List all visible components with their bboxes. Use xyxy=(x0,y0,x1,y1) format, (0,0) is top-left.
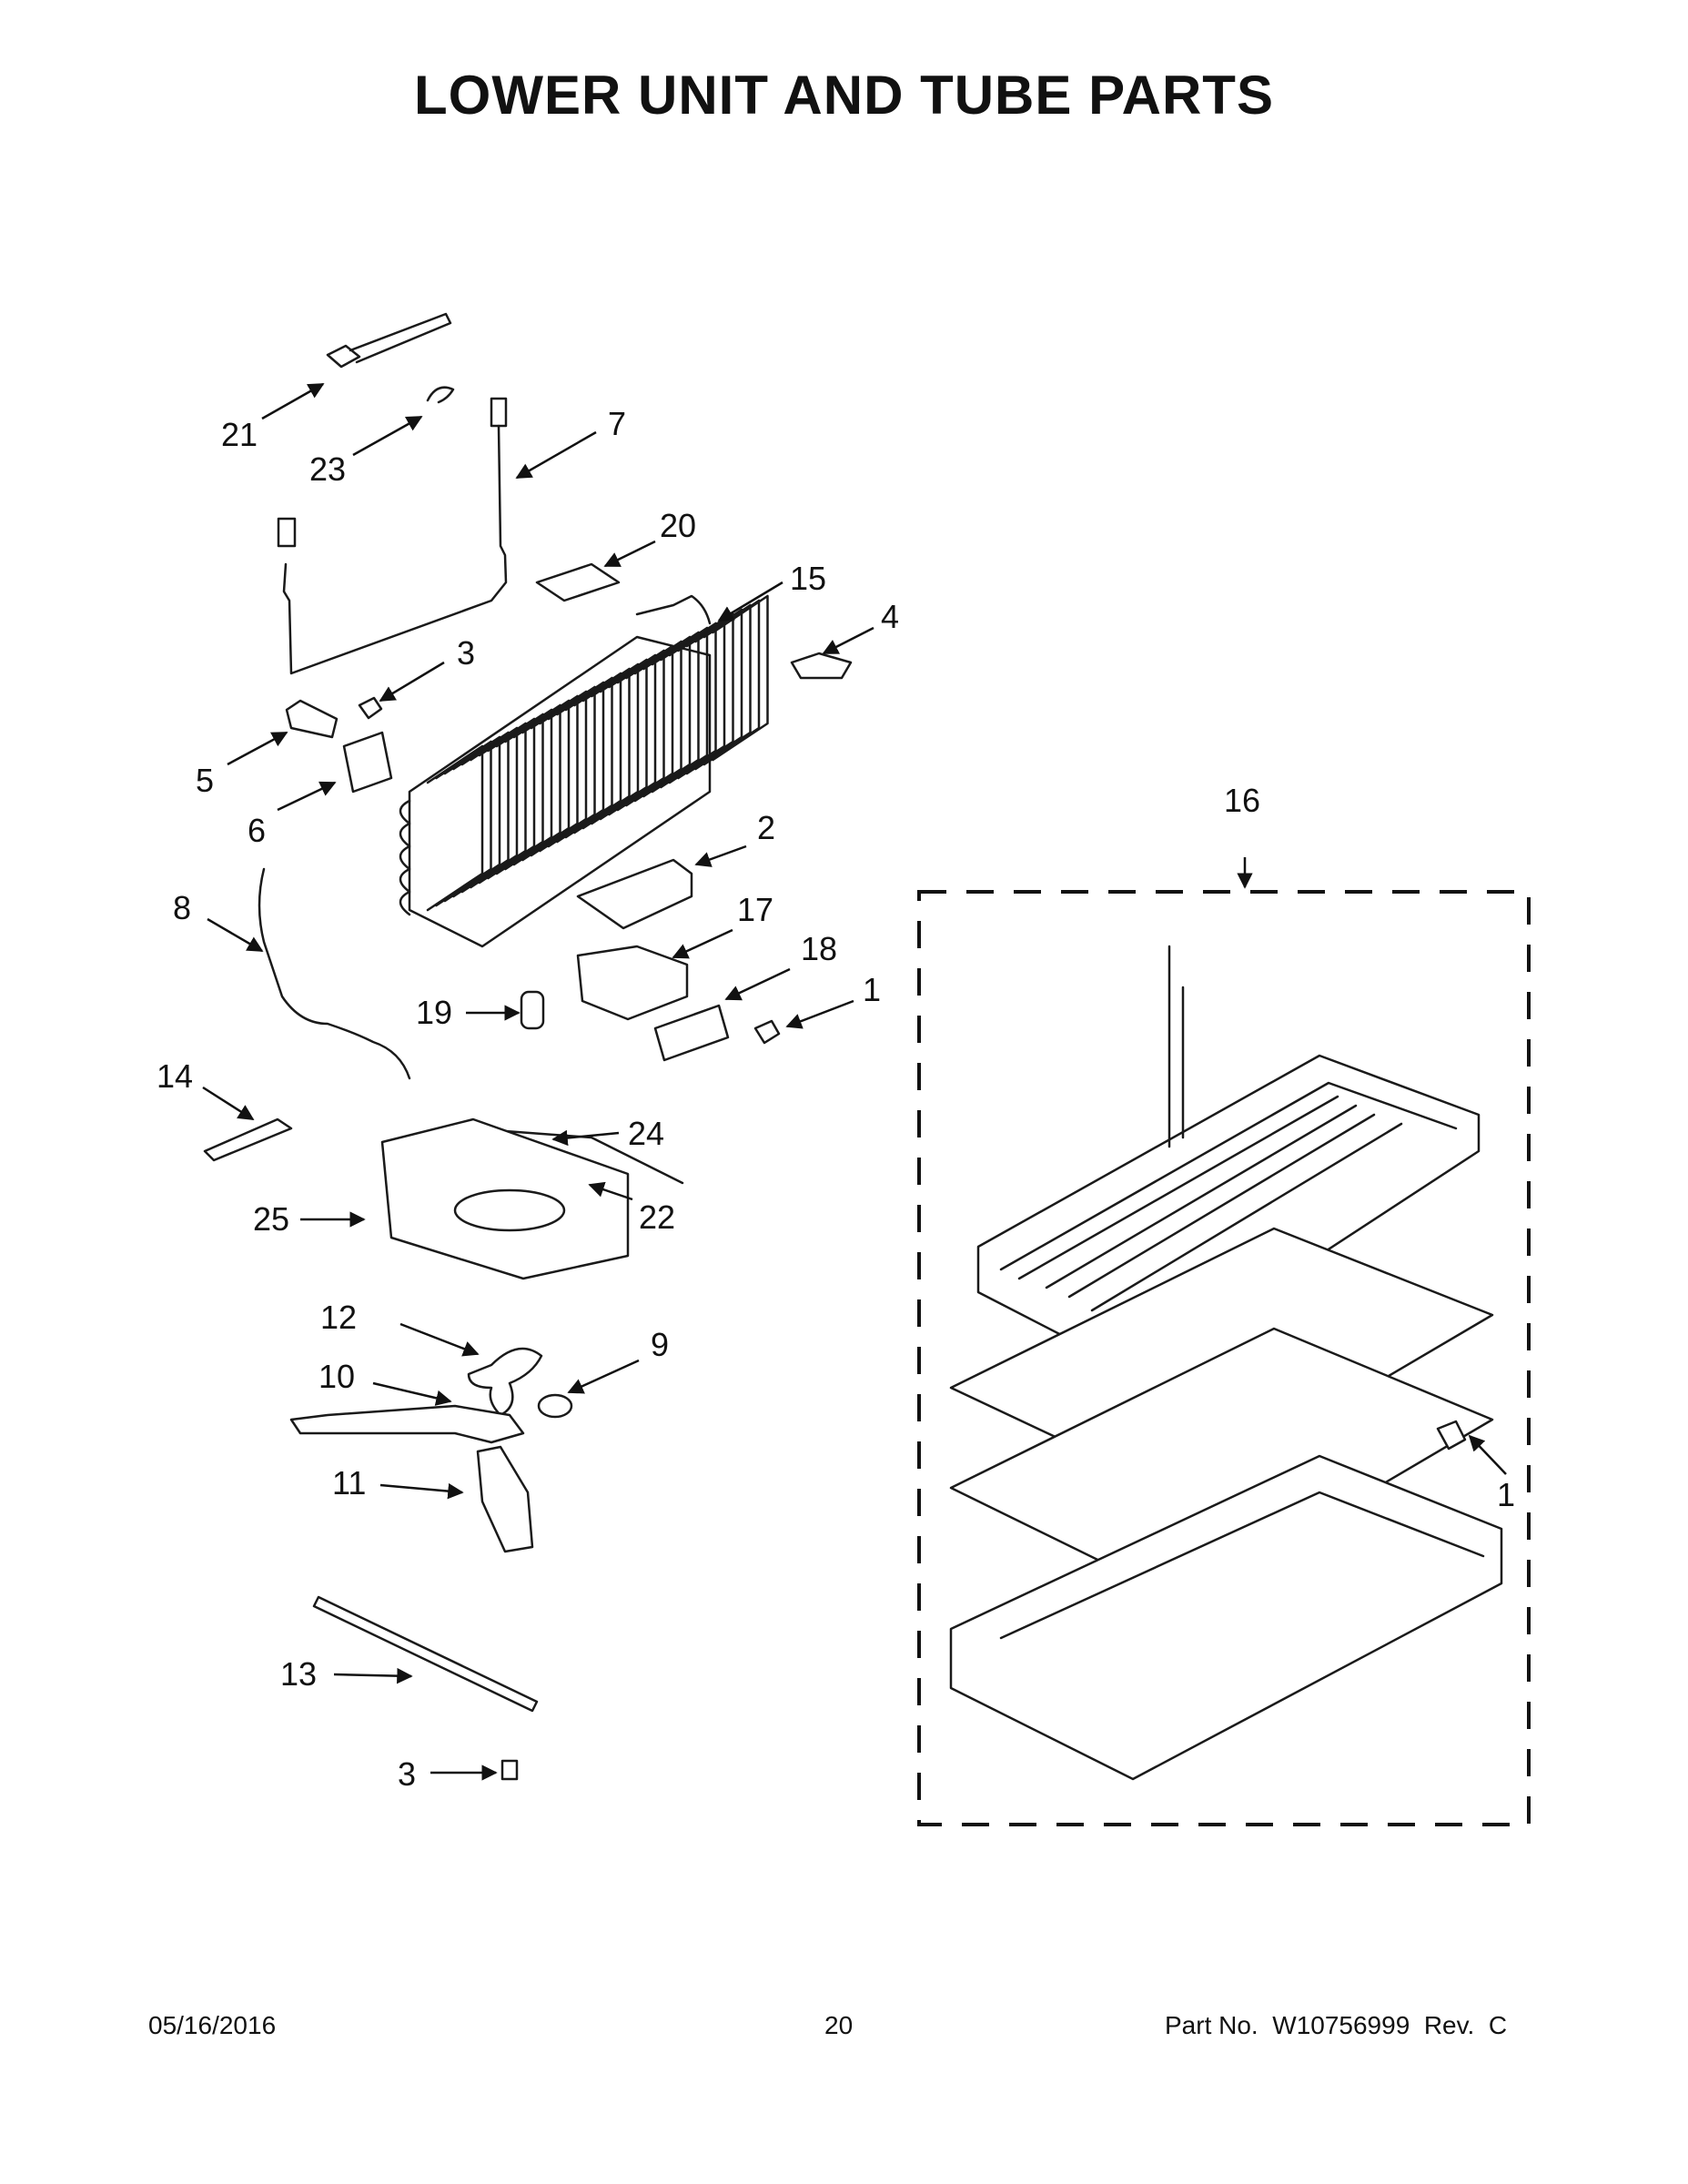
part-5-bracket xyxy=(285,699,339,739)
part-6-board xyxy=(342,731,393,794)
callout-15: 15 xyxy=(790,560,826,597)
part-14-sensor xyxy=(203,1117,293,1162)
part-18-plate xyxy=(653,1004,730,1062)
callout-1-top: 1 xyxy=(863,971,881,1008)
callout-12: 12 xyxy=(320,1299,357,1336)
callout-4: 4 xyxy=(881,598,899,635)
callout-8: 8 xyxy=(173,889,191,926)
part-1-screw xyxy=(753,1019,781,1045)
part-24-rod xyxy=(467,1127,684,1185)
part-12-fan-blade xyxy=(467,1347,543,1417)
callout-22: 22 xyxy=(639,1198,675,1236)
evaporator-coil xyxy=(399,594,769,948)
part-20-pad xyxy=(535,562,621,602)
part-16-drip-tray-kit xyxy=(949,945,1503,1781)
callout-7: 7 xyxy=(608,405,626,442)
callout-2: 2 xyxy=(757,809,775,846)
part-8-wire-harness xyxy=(258,867,411,1080)
callout-labels: 21 23 7 20 15 4 3 5 6 2 16 17 18 1 8 19 … xyxy=(157,405,1515,1793)
leader-lines xyxy=(202,382,1507,1781)
callout-10: 10 xyxy=(318,1358,355,1395)
part-9-grommet xyxy=(537,1393,573,1419)
part-7-sensor-harness xyxy=(277,397,508,675)
callout-25: 25 xyxy=(253,1200,289,1238)
callout-16: 16 xyxy=(1224,782,1260,819)
callout-3-bottom: 3 xyxy=(398,1755,416,1793)
footer-date: 05/16/2016 xyxy=(148,2011,277,2039)
callout-3-top: 3 xyxy=(457,634,475,672)
part-2-shield xyxy=(576,858,693,930)
part-3-screw-top xyxy=(358,696,383,720)
footer-part-number: Part No. W10756999 Rev. C xyxy=(1165,2011,1508,2039)
part-4-clip xyxy=(790,652,853,680)
callout-17: 17 xyxy=(737,891,773,928)
callout-20: 20 xyxy=(660,507,696,544)
callout-6: 6 xyxy=(248,812,266,849)
part-13-strip xyxy=(312,1595,539,1713)
part-3-screw-bottom xyxy=(500,1759,519,1781)
part-21-cable-tie xyxy=(326,312,452,369)
callout-14: 14 xyxy=(157,1057,193,1095)
kit-16-boundary xyxy=(917,890,1531,1826)
callout-24: 24 xyxy=(628,1115,664,1152)
part-11-motor-bracket xyxy=(476,1445,534,1553)
callout-23: 23 xyxy=(309,450,346,488)
part-17-cover xyxy=(576,945,689,1021)
callout-11: 11 xyxy=(332,1464,366,1502)
part-25-fan-housing xyxy=(380,1117,630,1280)
callout-21: 21 xyxy=(221,416,258,453)
part-19-fuse xyxy=(520,990,545,1030)
part-23-clip xyxy=(426,386,455,404)
footer-page-number: 20 xyxy=(824,2011,854,2039)
page-title: LOWER UNIT AND TUBE PARTS xyxy=(414,65,1274,126)
callout-19: 19 xyxy=(416,994,452,1031)
callout-13: 13 xyxy=(280,1655,317,1693)
part-10-fan-motor xyxy=(289,1404,525,1444)
callout-1-bottom: 1 xyxy=(1497,1476,1515,1513)
callout-9: 9 xyxy=(651,1326,669,1363)
callout-5: 5 xyxy=(196,762,214,799)
callout-18: 18 xyxy=(801,930,837,967)
part-15-tube xyxy=(635,594,712,625)
